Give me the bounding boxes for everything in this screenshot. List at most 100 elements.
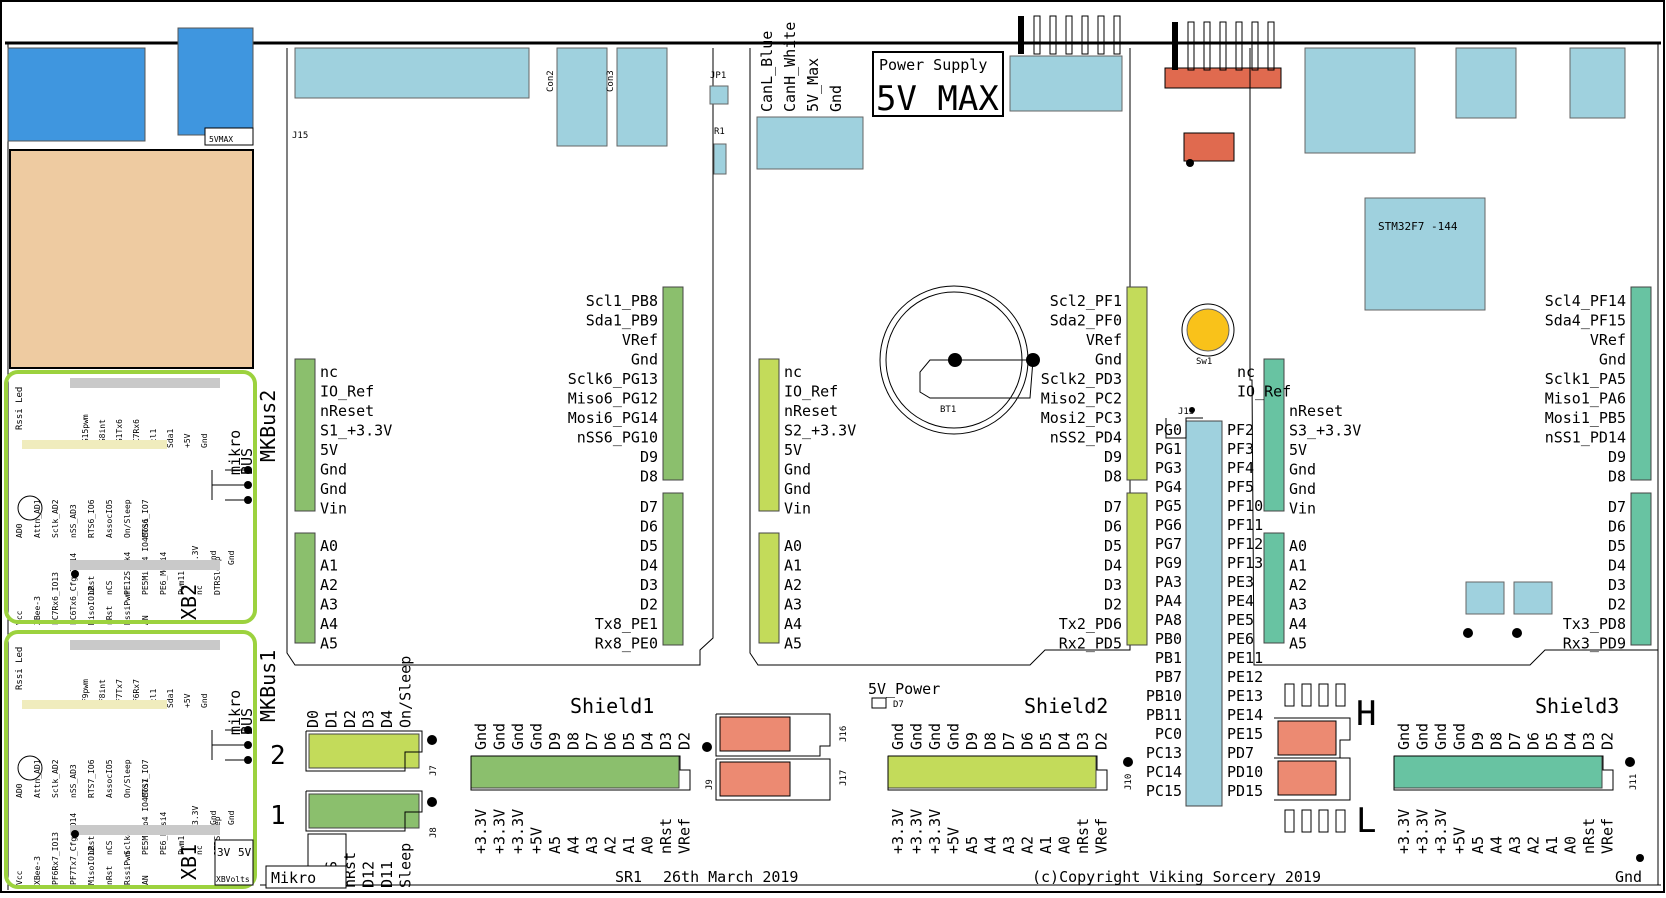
top-right-connector-b bbox=[1455, 47, 1517, 119]
xb-pin-label: On/Sleep bbox=[123, 759, 132, 798]
five-v-max-label: 5V MAX bbox=[876, 79, 999, 119]
s1-digital-pin-label: Miso6_PG12 bbox=[568, 390, 658, 408]
r1-resistor bbox=[713, 143, 727, 175]
control-header-bottom-label: D11 bbox=[378, 861, 396, 888]
mkbus1-label: MKBus1 bbox=[256, 650, 280, 722]
xb-pin-label: PG15pwm bbox=[81, 414, 90, 448]
top-header-pins bbox=[1018, 15, 1121, 55]
bottom-header-top-label: Gnd bbox=[889, 723, 907, 750]
j13-right-pin-label: PD10 bbox=[1227, 763, 1263, 781]
j13-right-pin-label: PF5 bbox=[1227, 478, 1254, 496]
s2-digital-pin-label: Tx2_PD6 bbox=[1059, 615, 1122, 633]
j13-left-pin-label: PB0 bbox=[1155, 630, 1182, 648]
s3-digital-pin-label: Gnd bbox=[1599, 351, 1626, 369]
shield3-bottom-header-outline bbox=[1393, 755, 1614, 791]
bottom-header-bottom-label: A1 bbox=[620, 836, 638, 854]
j13-left-pin-label: PG9 bbox=[1155, 554, 1182, 572]
s3-power-header bbox=[1263, 358, 1285, 512]
mikro-bus-label: mikro bbox=[226, 430, 244, 475]
can-header-label: 5V_Max bbox=[804, 58, 822, 112]
bottom-header-top-label: Gnd bbox=[1451, 723, 1469, 750]
s1-digital-pin-label: Mosi6_PG14 bbox=[568, 409, 658, 427]
j13-label: J13 bbox=[1178, 407, 1194, 417]
bottom-header-bottom-label: +5V bbox=[1451, 827, 1469, 854]
xb-pin-label: Scl1 bbox=[149, 429, 158, 448]
bottom-header-bottom-label: A3 bbox=[1506, 836, 1524, 854]
bottom-header-top-label: Gnd bbox=[926, 723, 944, 750]
j13-left-pin-label: PB7 bbox=[1155, 668, 1182, 686]
j8-label: J8 bbox=[429, 827, 439, 838]
j15-label: J15 bbox=[292, 131, 308, 141]
j13-left-pin-label: PA3 bbox=[1155, 573, 1182, 591]
j13-right-pin-label: PF12 bbox=[1227, 535, 1263, 553]
xb-pin-label: PC7Rx6 bbox=[132, 419, 141, 448]
xb-pin-label: Vcc bbox=[15, 610, 24, 625]
xb-pin-label: PF6Rx7_IO13 bbox=[51, 832, 60, 885]
j13-right-pin-label: PF3 bbox=[1227, 440, 1254, 458]
bottom-header-top-label: Gnd bbox=[472, 723, 490, 750]
bottom-header-top-label: D3 bbox=[1074, 732, 1092, 750]
j13-left-pin-label: PC14 bbox=[1146, 763, 1182, 781]
s3-digital-pin-label: D4 bbox=[1608, 557, 1626, 575]
shield1-bottom-header-outline bbox=[470, 755, 691, 791]
s1-digital-pin-label: Scl1_PB8 bbox=[586, 292, 658, 310]
r1-label: R1 bbox=[714, 127, 725, 137]
blue-connector-left bbox=[7, 47, 146, 142]
j13-right-pin-label: PF13 bbox=[1227, 554, 1263, 572]
xb2-outline bbox=[4, 370, 257, 624]
s3-digital-pin-label: Sclk1_PA5 bbox=[1545, 370, 1626, 388]
xb-pin-label: nCS bbox=[105, 580, 114, 595]
s3-analog-header bbox=[1263, 532, 1285, 644]
s2-digital-pin-label: D3 bbox=[1104, 576, 1122, 594]
xb2-hole bbox=[17, 495, 43, 521]
sw1-button[interactable] bbox=[1186, 308, 1230, 352]
s1-power-pin-label: Vin bbox=[320, 500, 347, 518]
bottom-header-bottom-label: A4 bbox=[565, 836, 583, 854]
rssi-led-label: Rssi Led bbox=[15, 647, 25, 690]
xb-pin-label: CTS7_IO7 bbox=[141, 759, 150, 798]
bottom-header-top-label: Gnd bbox=[1395, 723, 1413, 750]
bottom-header-top-label: D5 bbox=[620, 732, 638, 750]
red-component-pin1 bbox=[1186, 159, 1194, 167]
xb-pin-label: XBee-3 bbox=[33, 596, 42, 625]
s3-power-pin-label: Gnd bbox=[1289, 461, 1316, 479]
xb-pin-label: Sda1 bbox=[166, 689, 175, 708]
bottom-header-top-label: D6 bbox=[602, 732, 620, 750]
con3-connector bbox=[616, 47, 668, 147]
s3-analog-pin-label: A5 bbox=[1289, 635, 1307, 653]
s3-analog-pin-label: A3 bbox=[1289, 596, 1307, 614]
bottom-header-bottom-label: VRef bbox=[1093, 818, 1111, 854]
xb1-label: XB1 bbox=[177, 844, 201, 880]
gnd-corner-dot bbox=[1636, 854, 1644, 862]
stm32-chip bbox=[1364, 197, 1486, 311]
xb-pin-label: PC7Rx6_IO13 bbox=[51, 572, 60, 625]
xb-pin-label: CTS6_IO7 bbox=[141, 499, 150, 538]
s1-digital-pin-label: VRef bbox=[622, 331, 658, 349]
s1-analog-pin-label: A4 bbox=[320, 615, 338, 633]
xb-pin-label: PG1Tx6 bbox=[115, 419, 124, 448]
s3-digital-pin-label: D9 bbox=[1608, 448, 1626, 466]
xb-pin-label: PE5Miso4 IO4Mosi bbox=[141, 778, 150, 855]
sr1-label: SR1 bbox=[615, 868, 642, 886]
s1-digital-pin-label: D2 bbox=[640, 596, 658, 614]
h-connector bbox=[1277, 720, 1337, 756]
j13-right-pin-label: PE15 bbox=[1227, 725, 1263, 743]
l-connector-outline bbox=[1274, 757, 1351, 801]
j13-left-pin-label: PB10 bbox=[1146, 687, 1182, 705]
j16-connector bbox=[719, 716, 791, 752]
s2-digital-pin-label: Rx2_PD5 bbox=[1059, 635, 1122, 653]
s1-power-header bbox=[294, 358, 316, 512]
s1-analog-pin-label: A0 bbox=[320, 537, 338, 555]
j13-right-pin-label: PE5 bbox=[1227, 611, 1254, 629]
xb-pin-label: PG8int bbox=[98, 419, 107, 448]
bottom-header-bottom-label: A3 bbox=[583, 836, 601, 854]
xb-pin-label: Gnd bbox=[200, 693, 209, 708]
l-connector bbox=[1277, 760, 1337, 796]
can-connector bbox=[756, 116, 864, 170]
fivevmax-label-box bbox=[204, 127, 254, 146]
bottom-header-top-label: Gnd bbox=[1432, 723, 1450, 750]
xb2-top-stripe bbox=[70, 378, 220, 388]
bottom-header-bottom-label: A0 bbox=[1056, 836, 1074, 854]
xb-pin-label: PE6_Mosi4 bbox=[159, 551, 168, 595]
control-header-top-label: D2 bbox=[341, 710, 359, 728]
